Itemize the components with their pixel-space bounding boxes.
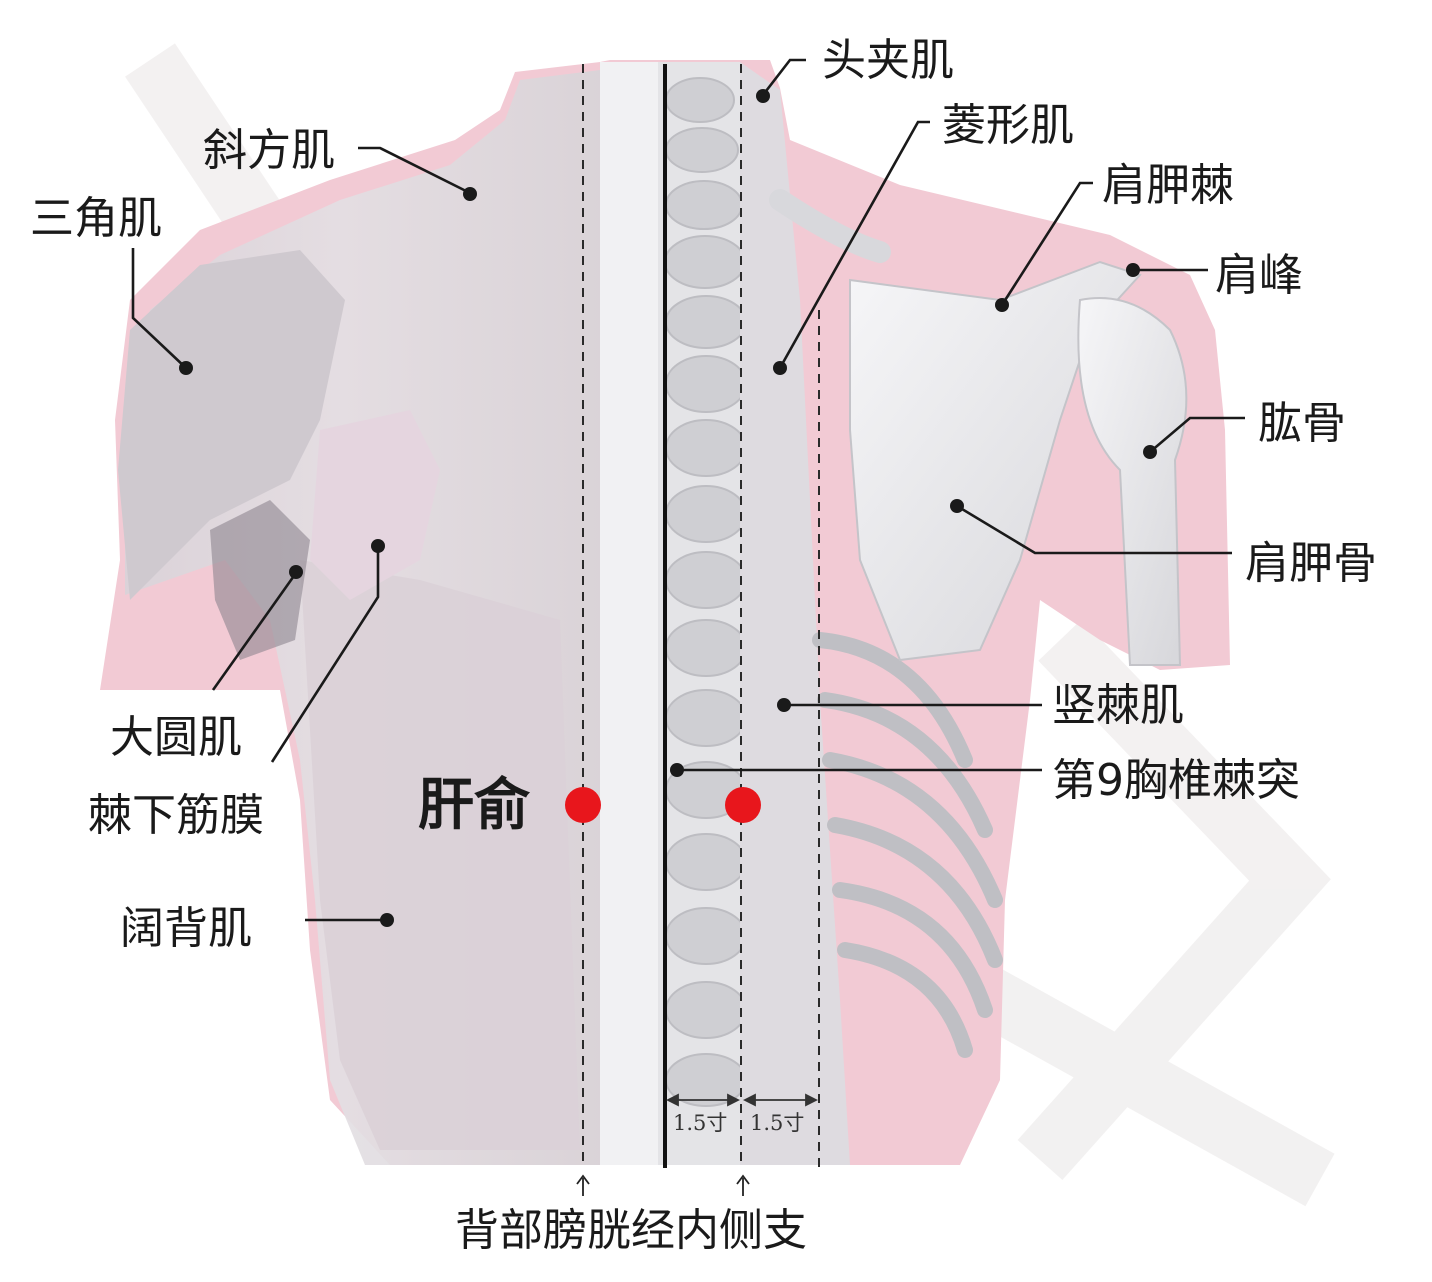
label-xiefangji: 斜方肌	[203, 125, 335, 176]
meridian-arrows	[576, 1174, 750, 1196]
leader-lines	[131, 58, 1245, 927]
ganshu-point-left	[565, 787, 601, 823]
label-t9: 第9胸椎棘突	[1052, 755, 1300, 806]
distance-markers	[665, 1093, 819, 1107]
ganshu-point-right	[725, 787, 761, 823]
distance-label-left: 1.5寸	[673, 1111, 727, 1135]
label-ganshu: 肝俞	[418, 773, 531, 838]
label-dayuanji: 大圆肌	[110, 712, 242, 763]
vertebrae	[664, 77, 747, 1107]
label-jianjiagu: 肩胛骨	[1245, 538, 1377, 589]
label-sanjiaoji: 三角肌	[30, 193, 162, 244]
distance-label-right: 1.5寸	[750, 1111, 804, 1135]
label-jixiajinmo: 棘下筋膜	[88, 790, 264, 841]
label-jianfeng: 肩峰	[1215, 250, 1303, 301]
label-gonggu: 肱骨	[1258, 398, 1346, 449]
label-linxingji: 菱形肌	[942, 100, 1074, 151]
label-kuobeiji: 阔背肌	[120, 903, 252, 954]
label-touxiaji: 头夹肌	[822, 35, 954, 86]
label-jianjiaji: 肩胛棘	[1102, 160, 1234, 211]
scapula-shape	[849, 260, 1142, 662]
label-shujiji: 竖棘肌	[1052, 680, 1184, 731]
humerus-shape	[1077, 297, 1188, 666]
label-meridian: 背部膀胱经内侧支	[455, 1205, 807, 1256]
